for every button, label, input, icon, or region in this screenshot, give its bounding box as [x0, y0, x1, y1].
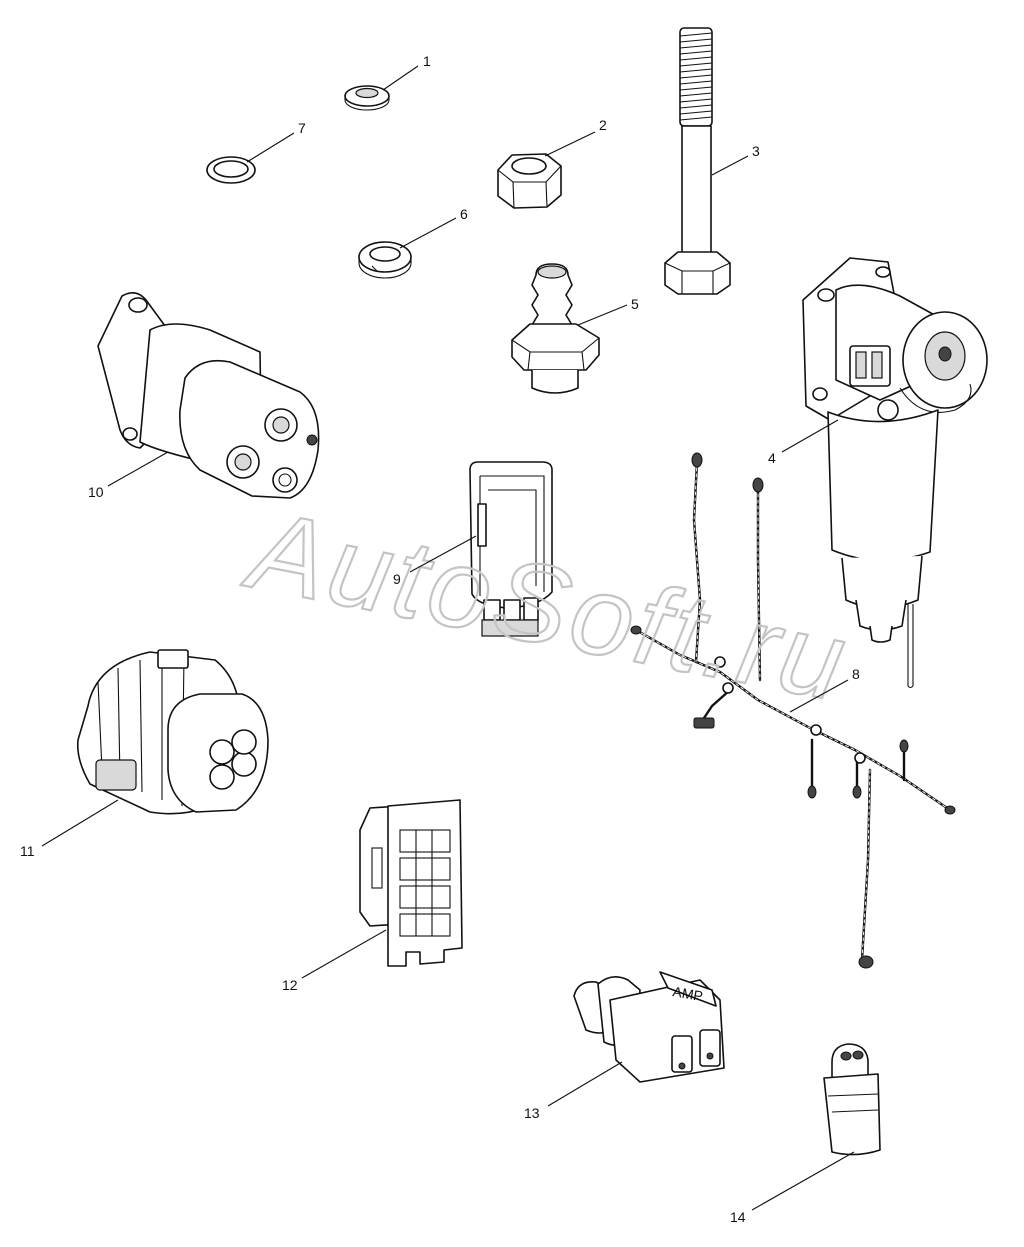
- part-1-seal-washer: [344, 85, 390, 111]
- callout-4: 4: [768, 450, 776, 466]
- callout-10: 10: [88, 484, 104, 500]
- part-4-fuel-filter: [802, 257, 988, 689]
- part-9-square-connector: [469, 461, 553, 637]
- part-14-inline-connector: [823, 1043, 881, 1156]
- callout-14: 14: [730, 1209, 746, 1225]
- part-10-solenoid: [97, 292, 320, 499]
- leader-lines: [41, 65, 855, 1211]
- callout-13: 13: [524, 1105, 540, 1121]
- callout-6: 6: [460, 206, 468, 222]
- part-3-long-bolt: [664, 27, 731, 295]
- callout-2: 2: [599, 117, 607, 133]
- connector-brand-text: AMP: [671, 983, 704, 1004]
- callout-3: 3: [752, 143, 760, 159]
- callout-8: 8: [852, 666, 860, 682]
- callout-9: 9: [393, 571, 401, 587]
- callout-1: 1: [423, 53, 431, 69]
- part-2-hex-nut: [497, 153, 562, 209]
- part-6-spring-washer: [358, 241, 412, 279]
- part-8-wiring-harness: [630, 452, 956, 969]
- callout-12: 12: [282, 977, 298, 993]
- callout-11: 11: [20, 843, 35, 859]
- part-13-amp-connector: AMP: [573, 971, 725, 1083]
- callout-5: 5: [631, 296, 639, 312]
- callout-7: 7: [298, 120, 306, 136]
- part-12-rect-connector: [359, 799, 463, 967]
- callout-labels: 1 2 3 4 5 6 7 8 9 10 11 12 13 14: [20, 53, 860, 1225]
- part-7-flat-washer: [206, 156, 256, 184]
- part-5-hose-fitting: [511, 263, 600, 394]
- part-11-round-connector: [76, 649, 269, 815]
